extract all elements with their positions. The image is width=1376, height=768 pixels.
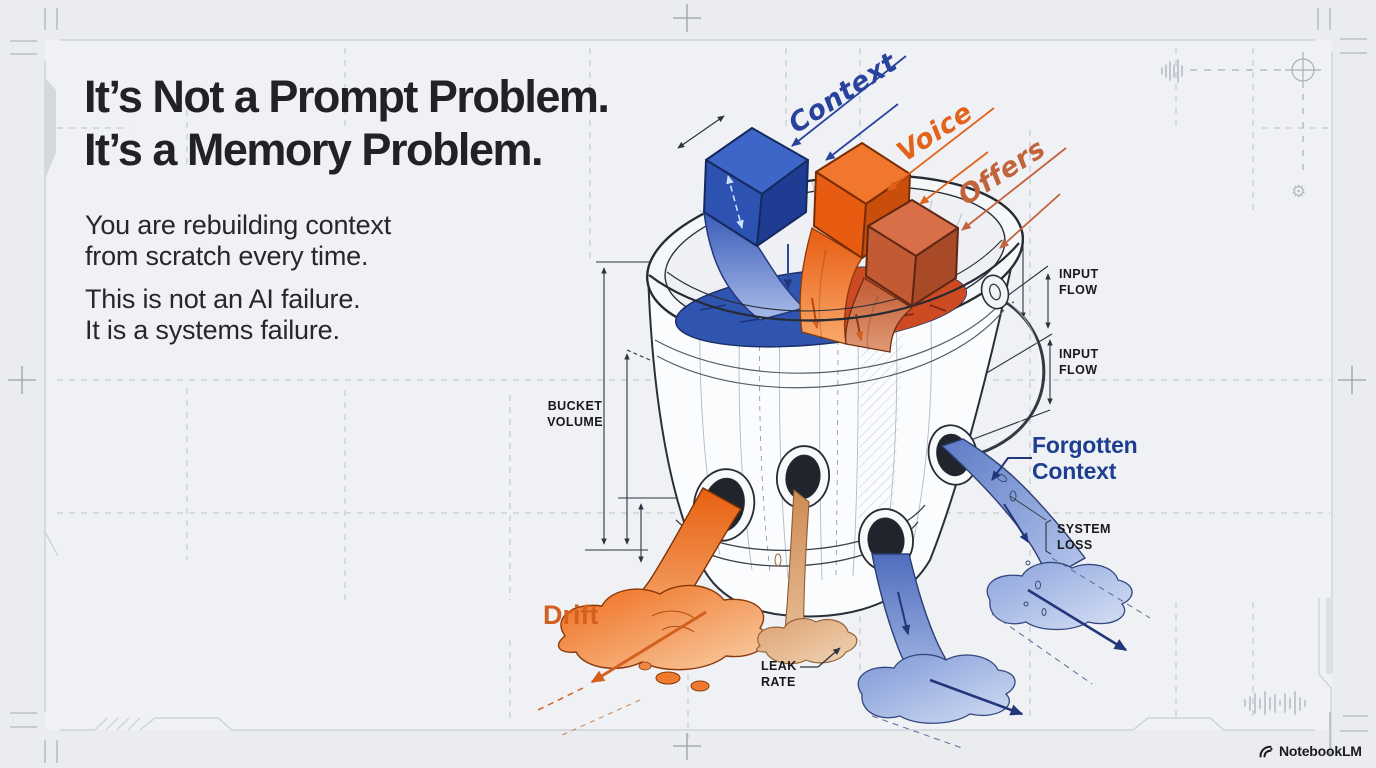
label-arrows — [791, 55, 1067, 668]
blueprint-frame — [44, 39, 1333, 757]
bucket-upper-band — [654, 294, 1009, 389]
leak-rate-l2: RATE — [761, 675, 796, 689]
system-loss-l1: SYSTEM — [1057, 522, 1111, 536]
body-p2-line1: This is not an AI failure. — [85, 284, 361, 314]
offers-block — [865, 199, 959, 307]
input-flow-top-l1: INPUT — [1059, 267, 1099, 281]
gear-icon: ⚙ — [1291, 182, 1307, 201]
context-block — [703, 127, 809, 247]
drift-label: Drift — [543, 600, 599, 630]
rim-front-edge — [648, 239, 1020, 322]
notebooklm-branding: NotebookLM — [1258, 743, 1362, 759]
notebooklm-logo-text: NotebookLM — [1279, 743, 1362, 759]
waveform-icon — [1244, 691, 1306, 715]
hatched-strip — [858, 312, 905, 522]
system-loss-l2: LOSS — [1057, 538, 1093, 552]
registration-crosshair-icon — [1190, 52, 1321, 172]
headline-line1: It’s Not a Prompt Problem. — [84, 71, 610, 122]
drift-puddle — [537, 584, 767, 737]
input-flow-bottom-l1: INPUT — [1059, 347, 1099, 361]
system-loss-puddle — [857, 473, 1151, 749]
crosshair-marks — [8, 4, 1366, 760]
headline: It’s Not a Prompt Problem.It’s a Memory … — [84, 70, 610, 176]
body-p2-line2: It is a systems failure. — [85, 315, 340, 345]
system-loss-label: SYSTEM LOSS — [1057, 521, 1111, 553]
input-flow-label-bottom: INPUT FLOW — [1059, 346, 1099, 378]
body-paragraph-2: This is not an AI failure.It is a system… — [85, 284, 361, 346]
headline-line2: It’s a Memory Problem. — [84, 124, 543, 175]
input-flow-top-l2: FLOW — [1059, 283, 1098, 297]
bucket-illustration — [537, 55, 1151, 749]
block-width-dimension — [677, 115, 725, 149]
body-p1-line1: You are rebuilding context — [85, 210, 392, 240]
body-p1-line2: from scratch every time. — [85, 241, 369, 271]
notebooklm-logo-icon — [1259, 745, 1273, 757]
leak-rate-l1: LEAK — [761, 659, 797, 673]
input-flow-bottom-l2: FLOW — [1059, 363, 1098, 377]
bucket-volume-label: BUCKET VOLUME — [545, 398, 605, 430]
middle-puddle — [756, 553, 858, 665]
leak-rate-label: LEAK RATE — [761, 658, 797, 690]
forgotten-l1: Forgotten — [1032, 432, 1138, 458]
forgotten-l2: Context — [1032, 458, 1117, 484]
input-flow-label-top: INPUT FLOW — [1059, 266, 1099, 298]
bucket-volume-l2: VOLUME — [547, 415, 603, 429]
bucket-stave-centerlines — [759, 315, 839, 579]
waveform-icon — [1161, 59, 1183, 83]
registration-marks — [10, 8, 1368, 763]
bucket-volume-l1: BUCKET — [547, 399, 603, 413]
